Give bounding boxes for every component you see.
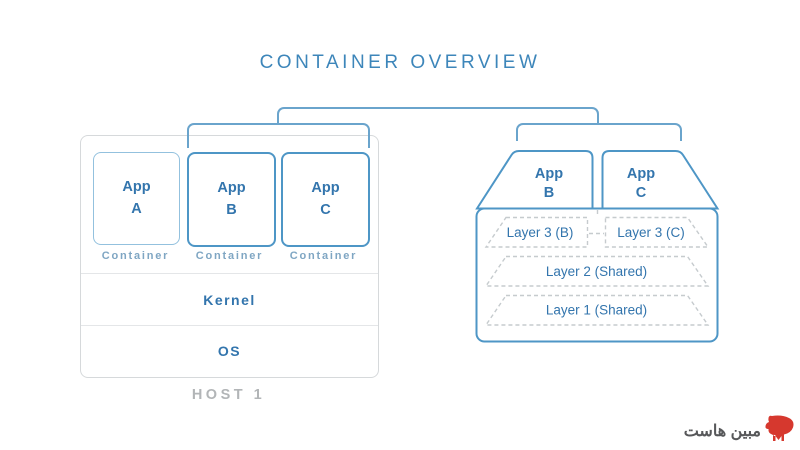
- mobinhost-elephant-logo-icon: [765, 415, 794, 441]
- right-app-b-label-line1: App: [535, 166, 563, 182]
- app-a-label-line2: A: [131, 200, 142, 217]
- app-a-label-line1: App: [122, 179, 151, 196]
- container-card-app-b: App B: [187, 152, 276, 247]
- layer1-label: Layer 1 (Shared): [546, 303, 647, 318]
- page-title: CONTAINER OVERVIEW: [259, 52, 541, 73]
- right-app-b-shape: [475, 150, 594, 210]
- layer1-outline: [484, 294, 710, 326]
- kernel-row: Kernel: [203, 291, 256, 308]
- layer3-b-outline: [484, 216, 589, 248]
- right-app-c-shape: [601, 150, 720, 210]
- os-row: OS: [217, 343, 242, 359]
- container-caption-b: Container: [195, 250, 264, 262]
- layer2-outline: [484, 255, 710, 287]
- container-caption-a: Container: [101, 250, 170, 262]
- right-app-c-label-line2: C: [636, 185, 647, 201]
- host-box: App A App B App C Container Container Co…: [80, 135, 379, 378]
- left-apps-connector-bracket: [187, 123, 370, 148]
- app-b-label-line1: App: [217, 180, 246, 197]
- os-row-divider: [81, 325, 378, 326]
- brand-watermark: مبین هاست: [684, 413, 796, 444]
- layer3-c-label: Layer 3 (C): [617, 225, 685, 240]
- container-caption-c: Container: [289, 250, 358, 262]
- layered-image-stack: App B App C Layer 3 (B) Layer 3 (C) Laye…: [475, 150, 720, 343]
- app-c-label-line1: App: [311, 180, 340, 197]
- root-connector-bracket: [277, 107, 599, 125]
- layer3-b-label: Layer 3 (B): [507, 225, 574, 240]
- app-c-label-line2: C: [320, 201, 331, 218]
- container-card-app-c: App C: [281, 152, 370, 247]
- right-app-b-label-line2: B: [544, 185, 554, 201]
- container-card-app-a: App A: [93, 152, 180, 245]
- right-app-c-label-line1: App: [627, 166, 655, 182]
- app-b-label-line2: B: [226, 201, 237, 218]
- host-label: HOST 1: [191, 387, 266, 403]
- brand-name-text: مبین هاست: [683, 423, 761, 440]
- right-apps-connector-bracket: [516, 123, 682, 141]
- layer2-label: Layer 2 (Shared): [546, 264, 647, 279]
- image-layers-container-outline: [475, 207, 719, 343]
- kernel-row-divider: [81, 273, 378, 274]
